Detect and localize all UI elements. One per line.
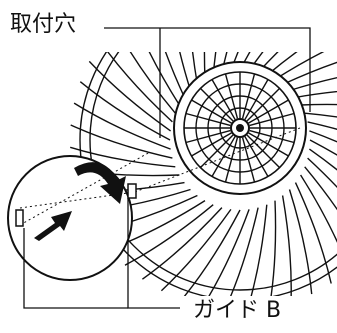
grille-spoke (211, 136, 236, 177)
fan-rib (160, 208, 232, 292)
grille-spoke (246, 87, 281, 122)
grille-spoke (248, 132, 289, 157)
fan-rib (295, 90, 337, 99)
fan-ring (79, 52, 337, 296)
fan-rib (248, 52, 264, 72)
fan-rib (73, 102, 171, 150)
grille-spoke (249, 112, 295, 127)
grille-spoke (185, 129, 231, 144)
front-cover (7, 127, 301, 281)
motor-grille (173, 61, 307, 195)
fan-rib (230, 52, 239, 71)
fan-rib (270, 200, 277, 296)
guide-tab-right (127, 183, 137, 199)
grille-spoke (224, 137, 239, 183)
fan-rib (281, 195, 292, 296)
grille-spoke (241, 137, 256, 183)
fan-rib (257, 52, 279, 73)
grille-spoke (224, 73, 239, 119)
guide-tab-left (15, 209, 24, 227)
fan-rib (129, 52, 176, 114)
fan-rib (288, 189, 313, 295)
mounting-hole-label: 取付穴 (10, 12, 77, 37)
fan-rib (124, 204, 214, 266)
fan-rib (221, 52, 228, 73)
fan-rib (266, 52, 298, 76)
fan-rib (208, 209, 250, 296)
fan-rib (274, 52, 325, 80)
fan-rib (148, 52, 180, 106)
fan-rib (229, 207, 259, 296)
fan-rib (300, 174, 337, 243)
grille-spoke (248, 99, 289, 124)
guide-b-label: ガイド B (193, 298, 282, 323)
fan-rib (304, 166, 337, 211)
fan-rib (239, 52, 251, 71)
grille-spoke (241, 73, 256, 119)
fan-ring (89, 52, 337, 291)
fan-rib (307, 121, 337, 130)
fan-rib (70, 124, 173, 159)
fan-rib (282, 61, 337, 86)
fan-rib (250, 204, 268, 296)
fan-rib (203, 52, 206, 80)
grille-spoke (185, 112, 231, 127)
grille-spoke (191, 99, 232, 124)
grille-spoke (249, 129, 295, 144)
fan-rib (164, 52, 186, 98)
fan-rib (300, 103, 337, 106)
rotate-arrow-icon (74, 162, 126, 204)
fan-rib (309, 130, 337, 143)
grille-spoke (191, 132, 232, 157)
fan-rib (179, 52, 192, 91)
fan-rib (308, 148, 337, 171)
grille-spoke (199, 87, 234, 122)
grille-spoke (246, 134, 281, 169)
fan-rib (307, 157, 337, 188)
fan-rib (141, 207, 223, 280)
grille-spoke (199, 134, 234, 169)
fan-rib (304, 112, 337, 118)
grille-spoke (244, 136, 269, 177)
fan-rib (88, 60, 172, 132)
grille-spoke (211, 79, 236, 120)
grille-spoke (244, 79, 269, 120)
insert-arrow-icon (34, 211, 72, 241)
fan-rib (191, 52, 199, 85)
fan-rib (289, 76, 337, 92)
fan-rib (212, 52, 217, 76)
leader-lines (23, 27, 311, 309)
fan-rib (309, 139, 337, 156)
fan-rib (107, 52, 173, 123)
